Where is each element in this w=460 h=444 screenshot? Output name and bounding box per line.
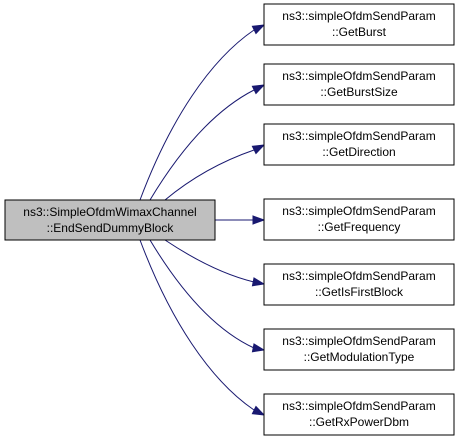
root-node-line2: ::EndSendDummyBlock <box>47 221 175 235</box>
callee-node-getmodulationtype[interactable]: ns3::simpleOfdmSendParam ::GetModulation… <box>263 328 455 371</box>
callee-node-getburstsize[interactable]: ns3::simpleOfdmSendParam ::GetBurstSize <box>263 63 455 106</box>
call-edge-1 <box>149 89 255 201</box>
root-node[interactable]: ns3::SimpleOfdmWimaxChannel ::EndSendDum… <box>4 199 216 241</box>
callee-node-getfrequency[interactable]: ns3::simpleOfdmSendParam ::GetFrequency <box>263 198 455 241</box>
callee-node-getburst[interactable]: ns3::simpleOfdmSendParam ::GetBurst <box>263 3 455 46</box>
call-edges <box>139 24 266 416</box>
callee-node-line1: ns3::simpleOfdmSendParam <box>282 399 435 413</box>
callee-node-line1: ns3::simpleOfdmSendParam <box>282 334 435 348</box>
call-edge-arrowhead-0 <box>251 24 266 35</box>
callee-node-line1: ns3::simpleOfdmSendParam <box>282 269 435 283</box>
callee-node-line2: ::GetBurstSize <box>320 85 398 99</box>
call-edge-2 <box>164 149 255 201</box>
callee-node-line1: ns3::simpleOfdmSendParam <box>282 204 435 218</box>
root-node-box <box>4 199 216 241</box>
call-edge-4 <box>164 239 255 283</box>
root-node-line1: ns3::SimpleOfdmWimaxChannel <box>23 205 196 219</box>
call-nodes: ns3::SimpleOfdmWimaxChannel ::EndSendDum… <box>4 3 455 436</box>
callee-node-line2: ::GetDirection <box>322 145 395 159</box>
callee-node-line1: ns3::simpleOfdmSendParam <box>282 129 435 143</box>
callee-node-line1: ns3::simpleOfdmSendParam <box>282 69 435 83</box>
call-edge-arrowhead-5 <box>251 343 266 353</box>
callee-node-box <box>263 263 455 306</box>
callee-node-box <box>263 393 455 436</box>
callee-node-getdirection[interactable]: ns3::simpleOfdmSendParam ::GetDirection <box>263 123 455 166</box>
callee-node-line1: ns3::simpleOfdmSendParam <box>282 9 435 23</box>
callee-node-box <box>263 328 455 371</box>
callee-node-line2: ::GetBurst <box>332 25 387 39</box>
call-edge-arrowhead-3 <box>252 215 266 225</box>
callee-node-box <box>263 198 455 241</box>
callee-node-box <box>263 63 455 106</box>
call-edge-6 <box>139 239 255 411</box>
callee-node-box <box>263 3 455 46</box>
callee-node-line2: ::GetIsFirstBlock <box>315 285 404 299</box>
call-edge-5 <box>149 239 255 349</box>
callee-node-line2: ::GetModulationType <box>304 350 415 364</box>
callee-node-getisfirstblock[interactable]: ns3::simpleOfdmSendParam ::GetIsFirstBlo… <box>263 263 455 306</box>
call-edge-arrowhead-1 <box>251 84 266 95</box>
callee-node-line2: ::GetRxPowerDbm <box>309 415 409 429</box>
callee-node-box <box>263 123 455 166</box>
call-edge-arrowhead-2 <box>251 144 266 155</box>
callee-node-getrxpowerdbm[interactable]: ns3::simpleOfdmSendParam ::GetRxPowerDbm <box>263 393 455 436</box>
call-edge-0 <box>139 29 255 201</box>
call-edge-arrowhead-6 <box>251 405 266 416</box>
callee-node-line2: ::GetFrequency <box>318 220 401 234</box>
call-edge-arrowhead-4 <box>251 277 266 287</box>
